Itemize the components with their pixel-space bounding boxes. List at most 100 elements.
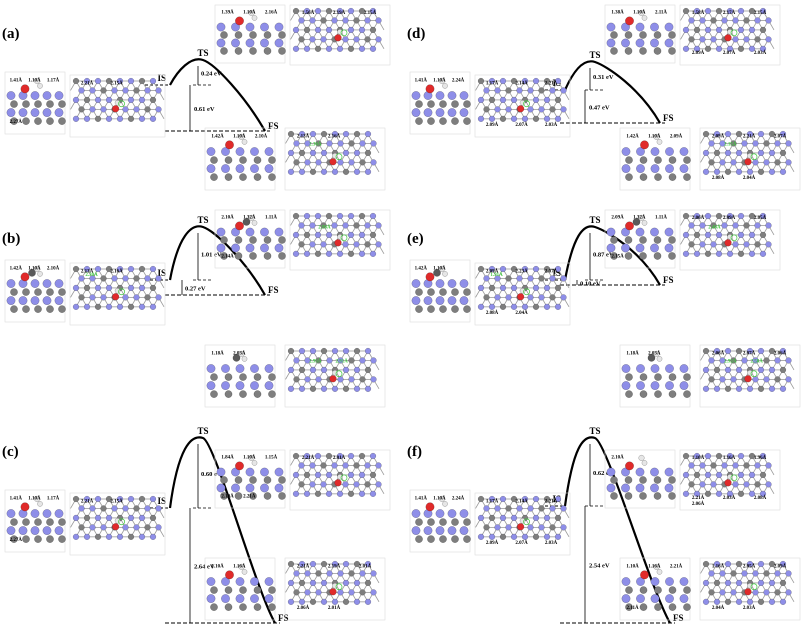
panel-f-reaction-value: 2.54 eV xyxy=(589,563,610,570)
lattice-atom xyxy=(527,275,534,282)
lattice-atom xyxy=(510,284,518,292)
lattice-atom xyxy=(732,36,739,43)
lattice-atom xyxy=(144,505,151,512)
lattice-atom xyxy=(754,481,761,488)
slab-atom xyxy=(239,586,247,594)
adsorbate-ring xyxy=(340,29,348,37)
lattice-atom xyxy=(364,130,372,138)
lattice-atom xyxy=(78,275,85,282)
lattice-atom xyxy=(325,26,333,34)
lattice-atom xyxy=(127,115,135,122)
slab-atom xyxy=(439,288,447,296)
lattice-atom xyxy=(726,45,734,52)
lattice-atom xyxy=(358,26,366,34)
lattice-atom xyxy=(287,149,295,157)
lattice-atom xyxy=(730,159,737,166)
slab-atom xyxy=(220,492,228,500)
panel-a-ts-top-distance-label: 1.56Å xyxy=(302,10,315,16)
hydrogen-atom xyxy=(337,233,343,240)
slab-atom xyxy=(439,305,447,313)
energy-profile-curve xyxy=(563,60,661,124)
lattice-atom xyxy=(560,524,567,531)
lattice-atom xyxy=(315,570,322,577)
lattice-atom xyxy=(359,589,366,596)
slab-atom xyxy=(447,91,457,101)
panel-b-is-top-distance-label: 2.16Å xyxy=(110,268,123,274)
hydrogen-atom xyxy=(33,495,41,502)
lattice-atom xyxy=(337,570,344,577)
hydrogen-atom xyxy=(337,473,343,480)
slab-atom xyxy=(435,526,445,536)
lattice-atom xyxy=(554,495,562,503)
panel-a-ts-side-distance-label: 1.39Å xyxy=(221,10,234,16)
slab-atom xyxy=(650,38,659,48)
panel-d-ts-top-distance-label: 2.15Å xyxy=(754,10,767,16)
panel-b-fs-label: FS xyxy=(268,285,279,295)
lattice-atom xyxy=(331,560,339,568)
slab-atom xyxy=(278,492,286,500)
panel-e-is-side-distance-label: 1.10Å xyxy=(433,265,446,271)
hydrogen-atom xyxy=(656,356,663,362)
panel-c-fs-top-distance-label: 2.06Å xyxy=(297,605,310,611)
lattice-atom xyxy=(111,275,118,282)
lattice-atom xyxy=(342,241,349,248)
slab-atom xyxy=(274,38,284,48)
lattice-atom xyxy=(743,17,750,24)
lattice-atom xyxy=(713,149,721,157)
lattice-atom xyxy=(779,347,787,355)
lattice-atom xyxy=(325,7,333,15)
slab-atom xyxy=(234,31,243,39)
oxygen-atom xyxy=(20,84,30,94)
hydrogen-atom xyxy=(641,15,648,21)
lattice-atom xyxy=(748,490,756,497)
lattice-atom xyxy=(560,275,567,282)
lattice-atom xyxy=(477,495,485,503)
lattice-atom xyxy=(516,87,523,94)
lattice-atom xyxy=(127,96,135,104)
lattice-atom xyxy=(693,471,701,479)
lattice-atom xyxy=(713,385,721,392)
slab-atom xyxy=(250,594,259,604)
panel-b-ts-side-distance-label: 1.11Å xyxy=(265,215,277,221)
lattice-atom xyxy=(72,265,80,273)
top-view-frame xyxy=(699,344,801,408)
lattice-atom xyxy=(538,524,545,531)
lattice-atom xyxy=(94,495,102,503)
lattice-atom xyxy=(293,159,300,166)
panel-f-ts-top-distance-label: 2.06Å xyxy=(692,501,705,507)
slab-atom xyxy=(447,526,457,536)
lattice-atom xyxy=(149,96,157,104)
slab-atom xyxy=(206,577,216,587)
panel-c-fs-top-distance-label: 2.21Å xyxy=(297,563,310,569)
lattice-atom xyxy=(78,87,85,94)
oxygen-atom xyxy=(724,479,732,487)
panel-f-is-side-distance-label: 2.24Å xyxy=(452,495,465,501)
slab-atom xyxy=(253,173,262,181)
slab-atom xyxy=(268,390,276,398)
lattice-atom xyxy=(111,87,118,94)
slab-atom xyxy=(683,173,691,181)
lattice-atom xyxy=(309,366,317,374)
panel-d-ts-top-distance-label: 2.07Å xyxy=(723,50,736,56)
lattice-atom xyxy=(298,17,305,24)
slab-atom xyxy=(245,243,255,253)
lattice-atom xyxy=(763,357,770,364)
lattice-atom xyxy=(483,87,490,94)
slab-atom xyxy=(278,476,286,484)
panel-e-fs-top-distance-label: 2.06Å xyxy=(712,350,725,356)
slab-atom xyxy=(650,381,660,391)
lattice-atom xyxy=(138,303,146,310)
lattice-atom xyxy=(746,385,754,392)
slab-atom xyxy=(664,243,674,253)
panel-f-ts-side-distance-label: 2.10Å xyxy=(611,455,624,461)
lattice-atom xyxy=(505,106,512,113)
panel-d-label: (d) xyxy=(407,26,425,42)
top-view-frame xyxy=(284,127,386,191)
slab-atom xyxy=(610,492,618,500)
lattice-atom xyxy=(127,514,135,522)
lattice-atom xyxy=(375,241,382,248)
lattice-atom xyxy=(353,130,361,138)
adsorbate-ring xyxy=(730,234,738,242)
lattice-atom xyxy=(743,241,750,248)
lattice-atom xyxy=(298,560,306,568)
